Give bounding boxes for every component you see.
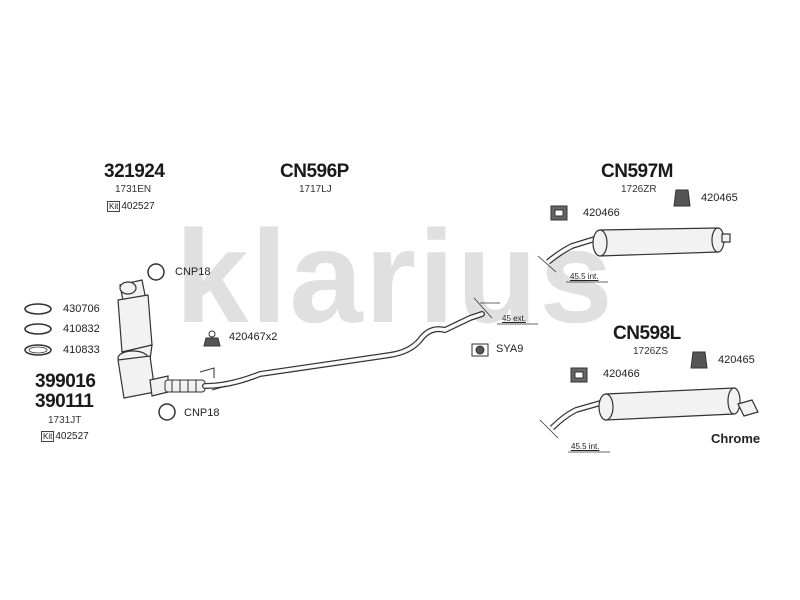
cat-code: 321924 xyxy=(104,161,165,182)
klarius-watermark: klarius xyxy=(175,203,615,350)
hanger-label-top-2: 420465 xyxy=(701,192,738,204)
ext-dimension-label: 45 ext. xyxy=(502,314,527,323)
hanger-label-bottom-1: 420466 xyxy=(603,368,640,380)
gasket-label-3: 410833 xyxy=(63,344,100,356)
int-dimension-top xyxy=(537,255,608,283)
dpf-ref: 1731JT xyxy=(48,415,82,426)
kit-number: 402527 xyxy=(55,431,89,442)
clamp-label-bottom: CNP18 xyxy=(184,407,220,419)
hanger-label-mid: 420467x2 xyxy=(229,331,278,343)
dpf-drawing xyxy=(117,350,169,399)
kit-label: Kit xyxy=(41,431,55,442)
clamp-icons xyxy=(147,263,176,421)
rear-bottom-ref: 1726ZS xyxy=(633,346,669,357)
mid-ref: 1717LJ xyxy=(299,184,332,195)
gasket-label-1: 430706 xyxy=(63,303,100,315)
hanger-label-bottom-2: 420465 xyxy=(718,354,755,366)
hanger-label-top-1: 420466 xyxy=(583,207,620,219)
rear-top-ref: 1726ZR xyxy=(621,184,657,195)
rear-silencer-top xyxy=(546,227,731,265)
clamp-label-top: CNP18 xyxy=(175,266,211,278)
kit-number: 402527 xyxy=(121,201,155,212)
rear-bottom-code: CN598L xyxy=(613,323,681,344)
flex-pipe xyxy=(164,379,206,393)
gasket-rings xyxy=(24,303,52,356)
dpf-code-1: 399016 xyxy=(35,371,96,392)
kit-label: Kit xyxy=(107,201,121,212)
gasket-label-2: 410832 xyxy=(63,323,100,335)
hanger-icons xyxy=(203,189,708,383)
cat-ref: 1731EN xyxy=(115,184,152,195)
int-dimension-bottom xyxy=(539,419,610,453)
rear-silencer-bottom xyxy=(549,387,759,431)
dpf-code-2: 390111 xyxy=(35,391,94,412)
sya9-label: SYA9 xyxy=(496,343,524,355)
rear-top-code: CN597M xyxy=(601,161,673,182)
int-dimension-top-label: 45.5 int. xyxy=(570,272,599,281)
finish-label: Chrome xyxy=(711,431,761,446)
mid-code: CN596P xyxy=(280,161,349,182)
int-dimension-bottom-label: 45.5 int. xyxy=(571,442,600,451)
ext-dimension xyxy=(473,297,538,325)
